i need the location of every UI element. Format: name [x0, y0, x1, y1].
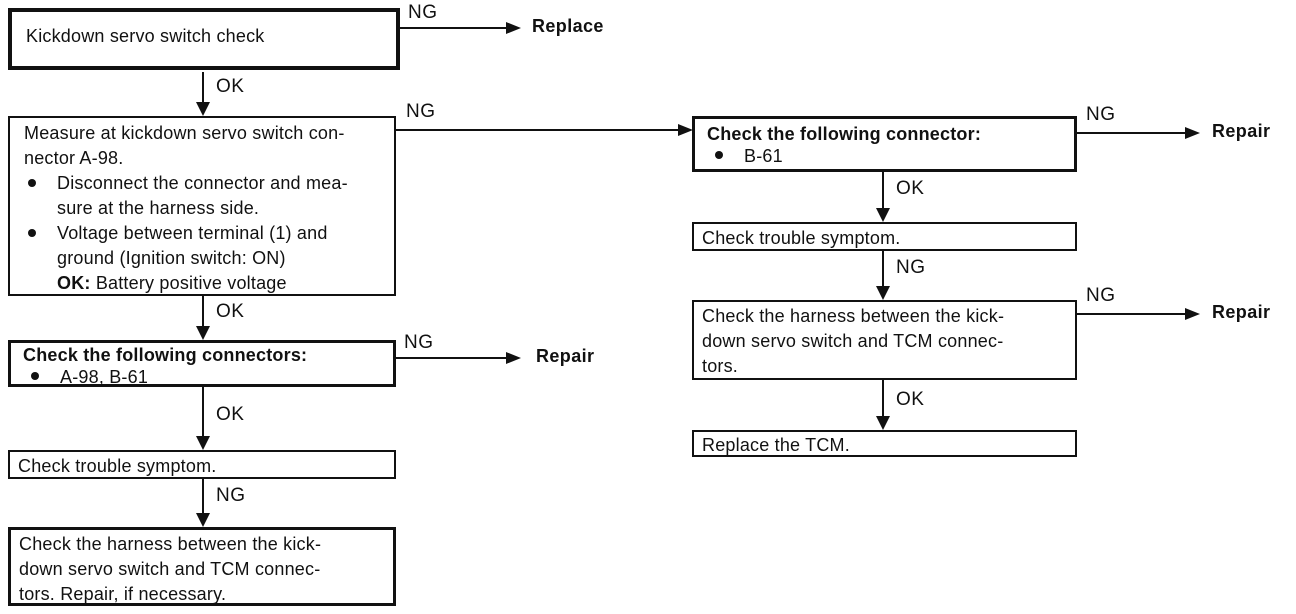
edge-label-ng: NG — [896, 257, 926, 278]
connector-line — [202, 72, 204, 104]
node-header: Check the following connectors: — [23, 345, 308, 365]
terminal-repair: Repair — [1212, 302, 1271, 322]
node-header: Check the following connector: — [707, 124, 982, 144]
edge-label-ng: NG — [1086, 285, 1116, 306]
edge-label-ng: NG — [216, 485, 246, 506]
bullet-icon — [28, 229, 36, 237]
edge-label-ng: NG — [406, 101, 436, 122]
connector-line — [202, 296, 204, 327]
node-text-line: Disconnect the connector and mea- — [57, 173, 348, 193]
edge-label-ok: OK — [216, 76, 245, 97]
arrowhead-down-icon — [876, 286, 890, 300]
edge-label-ng: NG — [408, 2, 438, 23]
ok-condition-label: OK: — [57, 273, 91, 293]
connector-line — [882, 380, 884, 417]
node-check-harness-left: Check the harness between the kick- down… — [8, 527, 396, 606]
arrowhead-right-icon — [678, 124, 693, 136]
edge-label-ok: OK — [216, 404, 245, 425]
connector-line — [202, 479, 204, 514]
node-text-line: Voltage between terminal (1) and — [57, 223, 328, 243]
node-check-trouble-symptom-left: Check trouble symptom. — [8, 450, 396, 479]
node-text-line: OK: Battery positive voltage — [57, 271, 328, 296]
node-text: Check trouble symptom. — [702, 228, 901, 248]
arrowhead-right-icon — [506, 352, 521, 364]
edge-label-ok: OK — [896, 178, 925, 199]
node-text-line: nector A-98. — [24, 148, 124, 168]
node-text-line: sure at the harness side. — [57, 198, 260, 218]
connector-line — [400, 27, 506, 29]
arrowhead-right-icon — [506, 22, 521, 34]
connector-line — [1077, 313, 1185, 315]
node-text-line: down servo switch and TCM connec- — [19, 559, 321, 579]
node-check-connector-b61: Check the following connector: B-61 — [692, 116, 1077, 172]
node-measure-connector-a98: Measure at kickdown servo switch con- ne… — [8, 116, 396, 296]
node-kickdown-servo-check: Kickdown servo switch check — [8, 8, 400, 70]
arrowhead-down-icon — [876, 208, 890, 222]
edge-label-ng: NG — [404, 332, 434, 353]
node-text-line: Check the harness between the kick- — [702, 306, 1005, 326]
bullet-item: Disconnect the connector and mea- sure a… — [16, 171, 386, 221]
arrowhead-down-icon — [876, 416, 890, 430]
bullet-item: Voltage between terminal (1) and ground … — [16, 221, 386, 296]
arrowhead-down-icon — [196, 513, 210, 527]
connector-line — [882, 251, 884, 287]
node-check-harness-right: Check the harness between the kick- down… — [692, 300, 1077, 380]
arrowhead-down-icon — [196, 436, 210, 450]
bullet-icon — [31, 372, 39, 380]
node-check-trouble-symptom-right: Check trouble symptom. — [692, 222, 1077, 251]
node-text-line: A-98, B-61 — [60, 367, 149, 387]
node-text-line: down servo switch and TCM connec- — [702, 331, 1004, 351]
ok-condition-value: Battery positive voltage — [95, 273, 287, 293]
node-text: Kickdown servo switch check — [26, 26, 265, 46]
node-text-line: Measure at kickdown servo switch con- — [24, 123, 345, 143]
node-text: Replace the TCM. — [702, 435, 850, 455]
node-replace-tcm: Replace the TCM. — [692, 430, 1077, 457]
edge-label-ok: OK — [896, 389, 925, 410]
node-text-line: Check the harness between the kick- — [19, 534, 322, 554]
bullet-text: Disconnect the connector and mea- sure a… — [57, 171, 348, 221]
bullet-item: A-98, B-61 — [19, 366, 385, 388]
node-text-line: tors. — [702, 356, 739, 376]
node-text-line: B-61 — [744, 146, 783, 166]
terminal-replace: Replace — [532, 16, 604, 36]
connector-line — [202, 387, 204, 437]
arrowhead-right-icon — [1185, 127, 1200, 139]
connector-line — [396, 129, 680, 131]
arrowhead-right-icon — [1185, 308, 1200, 320]
terminal-repair: Repair — [536, 346, 595, 366]
node-check-connectors-a98-b61: Check the following connectors: A-98, B-… — [8, 340, 396, 387]
terminal-repair: Repair — [1212, 121, 1271, 141]
node-text: Check trouble symptom. — [18, 456, 217, 476]
connector-line — [396, 357, 506, 359]
bullet-text: Voltage between terminal (1) and ground … — [57, 221, 328, 296]
connector-line — [882, 172, 884, 209]
node-text-line: ground (Ignition switch: ON) — [57, 248, 286, 268]
bullet-icon — [28, 179, 36, 187]
arrowhead-down-icon — [196, 326, 210, 340]
arrowhead-down-icon — [196, 102, 210, 116]
node-text-line: tors. Repair, if necessary. — [19, 584, 227, 604]
connector-line — [1077, 132, 1185, 134]
bullet-item: B-61 — [703, 145, 1066, 167]
bullet-icon — [715, 151, 723, 159]
edge-label-ng: NG — [1086, 104, 1116, 125]
edge-label-ok: OK — [216, 301, 245, 322]
